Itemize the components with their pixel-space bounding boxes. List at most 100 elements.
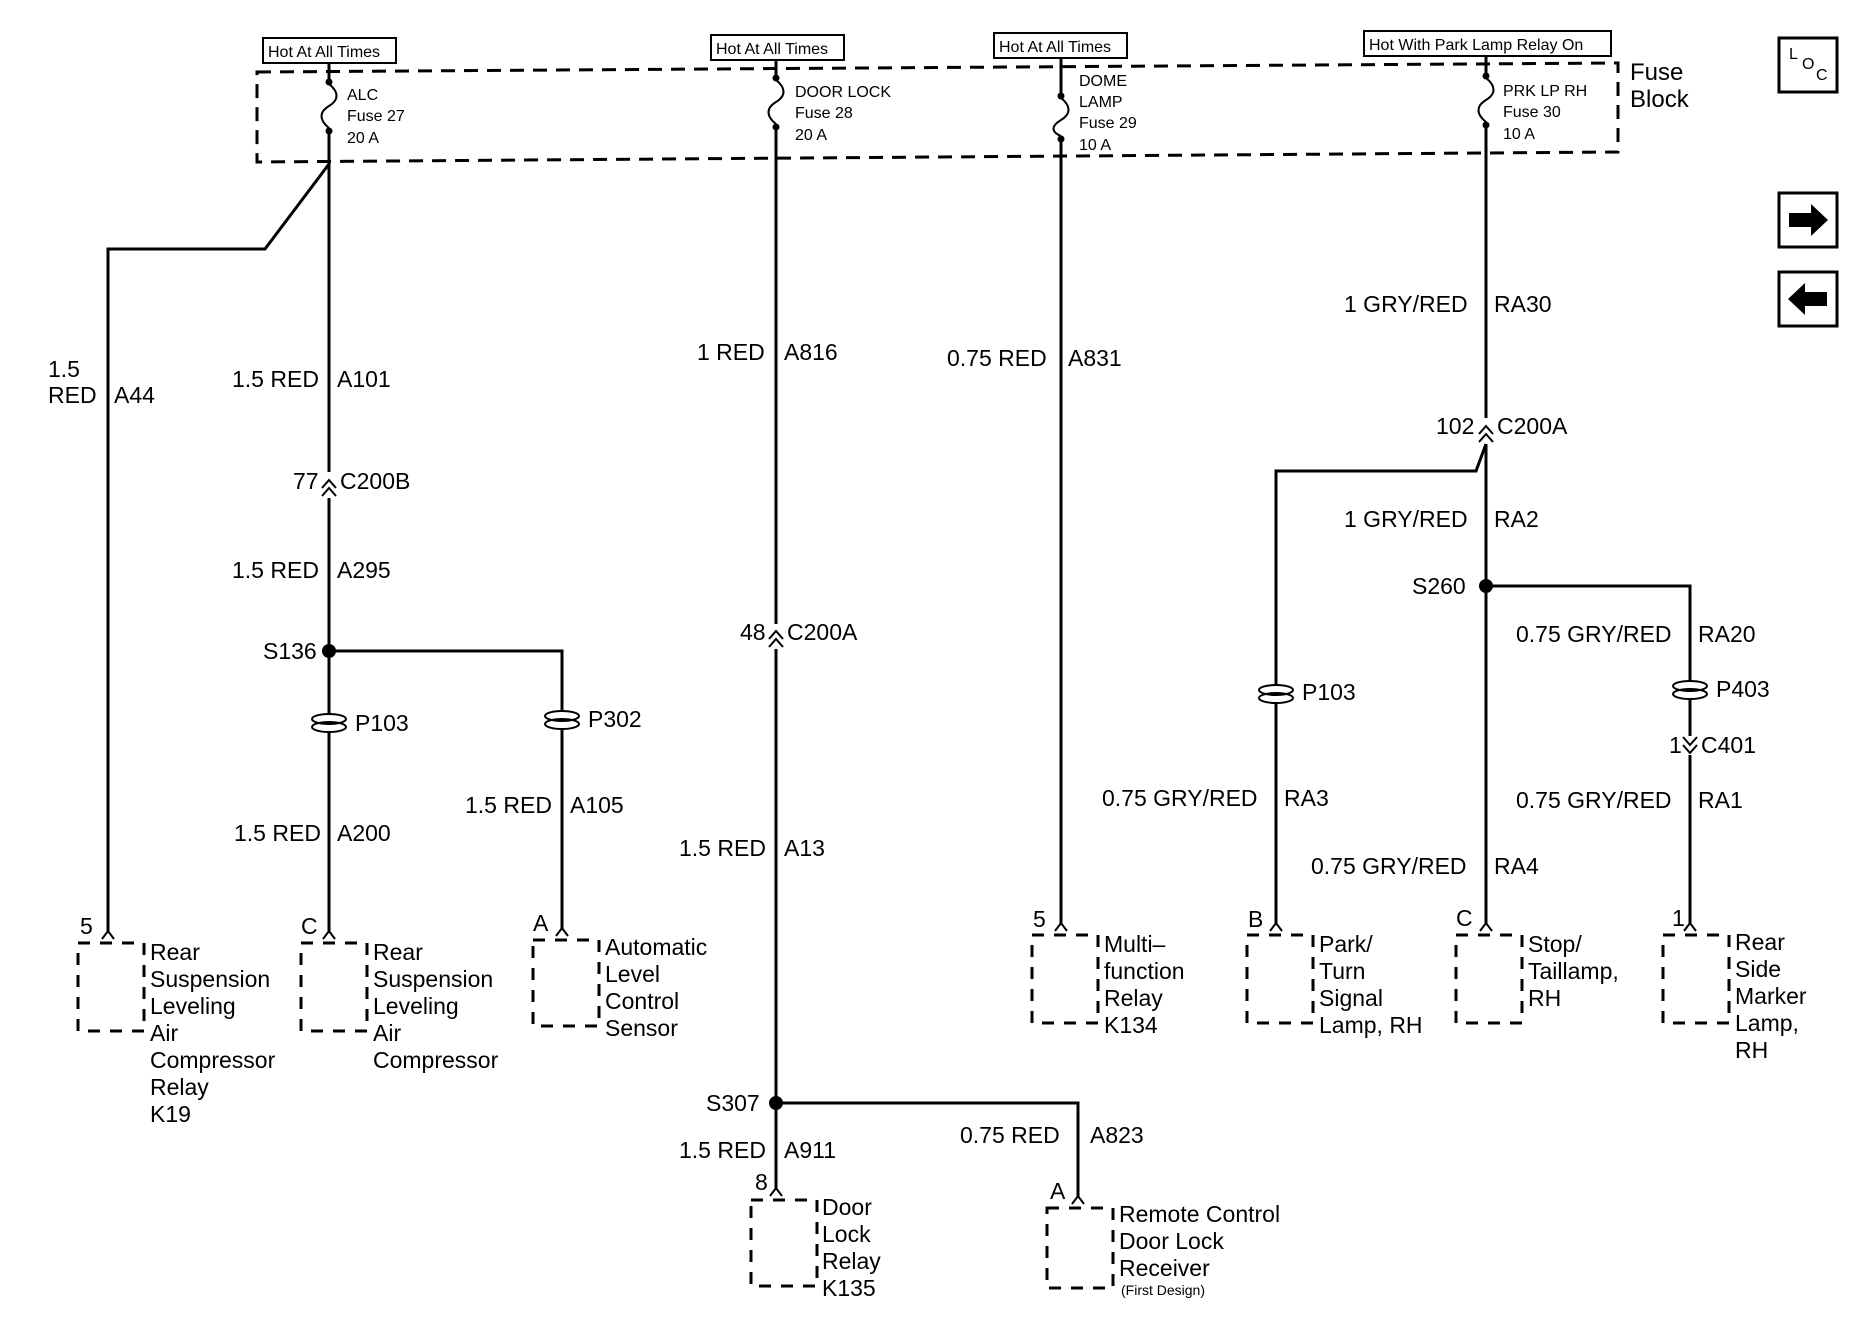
fuse-29-name-2: LAMP <box>1079 94 1123 111</box>
svg-text:Hot With Park Lamp Relay On: Hot With Park Lamp Relay On <box>1369 37 1583 54</box>
svg-text:1: 1 <box>1672 905 1685 931</box>
svg-text:P103: P103 <box>355 710 409 736</box>
location-icon[interactable]: L O C <box>1777 36 1839 94</box>
svg-text:RH: RH <box>1528 985 1561 1011</box>
wire-ra30: 1 GRY/RED RA30 <box>1344 125 1552 418</box>
component-k19-relay: 5 Rear Suspension Leveling Air Compresso… <box>76 913 276 1127</box>
svg-text:C: C <box>301 913 318 939</box>
passthrough-p103-left: P103 <box>311 651 409 736</box>
svg-text:Hot At All Times: Hot At All Times <box>716 41 828 58</box>
header-label-fuse29: Hot At All Times <box>993 32 1128 59</box>
fuse-block-outline <box>255 61 1620 164</box>
svg-text:C401: C401 <box>1701 732 1756 758</box>
wire-a295: 1.5 RED A295 <box>232 498 391 651</box>
component-k134-relay: 5 Multi– function Relay K134 <box>1030 906 1185 1038</box>
svg-text:RH: RH <box>1735 1037 1768 1063</box>
svg-text:C: C <box>1456 905 1473 931</box>
wire-ra3: 0.75 GRY/RED RA3 <box>1102 443 1488 925</box>
svg-text:0.75 GRY/RED: 0.75 GRY/RED <box>1102 785 1258 811</box>
svg-text:1.5 RED: 1.5 RED <box>679 1137 766 1163</box>
svg-text:RA4: RA4 <box>1494 853 1539 879</box>
passthrough-p403: P403 <box>1672 676 1770 736</box>
svg-text:Automatic: Automatic <box>605 934 707 960</box>
svg-text:P302: P302 <box>588 706 642 732</box>
svg-text:Relay: Relay <box>822 1248 881 1274</box>
svg-text:1.5 RED: 1.5 RED <box>232 557 319 583</box>
svg-text:Leveling: Leveling <box>150 993 236 1019</box>
svg-text:K134: K134 <box>1104 1012 1158 1038</box>
svg-text:Marker: Marker <box>1735 983 1807 1009</box>
svg-text:Lamp, RH: Lamp, RH <box>1319 1012 1423 1038</box>
svg-text:RED: RED <box>48 382 97 408</box>
svg-text:1.5 RED: 1.5 RED <box>679 835 766 861</box>
left-arrow-icon[interactable] <box>1777 270 1839 328</box>
fuse-27-rating: 20 A <box>347 130 379 147</box>
svg-text:1.5 RED: 1.5 RED <box>465 792 552 818</box>
fuse-28: DOOR LOCK Fuse 28 20 A <box>767 60 891 144</box>
svg-text:0.75 GRY/RED: 0.75 GRY/RED <box>1516 787 1672 813</box>
splice-s307: S307 <box>706 1090 1080 1198</box>
fuse-29: DOME LAMP Fuse 29 10 A <box>1052 58 1137 154</box>
svg-text:K19: K19 <box>150 1101 191 1127</box>
svg-text:Compressor: Compressor <box>373 1047 499 1073</box>
svg-text:5: 5 <box>80 913 93 939</box>
svg-text:A105: A105 <box>570 792 624 818</box>
svg-text:1.5 RED: 1.5 RED <box>234 820 321 846</box>
svg-text:102: 102 <box>1436 413 1474 439</box>
svg-text:Park/: Park/ <box>1319 931 1373 957</box>
svg-text:A13: A13 <box>784 835 825 861</box>
header-label-fuse27: Hot At All Times <box>262 37 397 64</box>
fuse-28-number: Fuse 28 <box>795 105 853 122</box>
svg-text:Hot At All Times: Hot At All Times <box>999 39 1111 56</box>
svg-text:function: function <box>1104 958 1185 984</box>
wire-a911: 1.5 RED A911 <box>679 1103 836 1190</box>
connector-c200b: 77 C200B <box>293 468 410 497</box>
fuse-27: ALC Fuse 27 20 A <box>320 63 405 147</box>
splice-s260: S260 <box>1412 573 1692 681</box>
wire-a101: 1.5 RED A101 <box>232 131 391 472</box>
svg-text:C200B: C200B <box>340 468 410 494</box>
svg-text:Receiver: Receiver <box>1119 1255 1210 1281</box>
wire-a816: 1 RED A816 <box>697 127 838 624</box>
svg-text:C200A: C200A <box>787 619 858 645</box>
svg-text:0.75 RED: 0.75 RED <box>947 345 1047 371</box>
svg-text:0.75 GRY/RED: 0.75 GRY/RED <box>1311 853 1467 879</box>
svg-text:(First Design): (First Design) <box>1121 1282 1205 1298</box>
fuse-30: PRK LP RH Fuse 30 10 A <box>1477 56 1587 143</box>
svg-text:8: 8 <box>755 1169 768 1195</box>
svg-text:Remote Control: Remote Control <box>1119 1201 1280 1227</box>
svg-text:Control: Control <box>605 988 679 1014</box>
component-door-lock-receiver: A Remote Control Door Lock Receiver (Fir… <box>1045 1178 1280 1298</box>
fuse-29-name: DOME <box>1079 73 1127 90</box>
svg-text:A816: A816 <box>784 339 838 365</box>
wire-a823: 0.75 RED A823 <box>960 1122 1144 1148</box>
fuse-27-number: Fuse 27 <box>347 108 405 125</box>
svg-text:C: C <box>1816 67 1828 84</box>
svg-text:Relay: Relay <box>1104 985 1163 1011</box>
svg-text:Sensor: Sensor <box>605 1015 678 1041</box>
svg-text:Lock: Lock <box>822 1221 871 1247</box>
svg-text:Air: Air <box>150 1020 178 1046</box>
fuse-28-rating: 20 A <box>795 127 827 144</box>
svg-text:B: B <box>1248 906 1263 932</box>
svg-text:1 GRY/RED: 1 GRY/RED <box>1344 291 1468 317</box>
wire-ra4: 0.75 GRY/RED RA4 <box>1311 586 1539 925</box>
svg-text:A911: A911 <box>784 1137 836 1163</box>
svg-text:S307: S307 <box>706 1090 760 1116</box>
header-label-fuse28: Hot At All Times <box>710 34 845 61</box>
right-arrow-icon[interactable] <box>1777 191 1839 249</box>
svg-text:RA1: RA1 <box>1698 787 1743 813</box>
svg-text:Door Lock: Door Lock <box>1119 1228 1224 1254</box>
wire-ra20: 0.75 GRY/RED RA20 <box>1516 621 1756 647</box>
svg-text:48: 48 <box>740 619 766 645</box>
svg-text:Relay: Relay <box>150 1074 209 1100</box>
passthrough-p103-right: P103 <box>1302 679 1356 705</box>
svg-text:RA20: RA20 <box>1698 621 1756 647</box>
wire-a105: 1.5 RED A105 <box>465 729 624 930</box>
fuse-27-name: ALC <box>347 87 378 104</box>
component-park-turn-lamp: B Park/ Turn Signal Lamp, RH <box>1245 906 1423 1038</box>
wire-ra1: 0.75 GRY/RED RA1 <box>1516 755 1743 925</box>
svg-text:A200: A200 <box>337 820 391 846</box>
wire-a831: 0.75 RED A831 <box>947 139 1122 925</box>
